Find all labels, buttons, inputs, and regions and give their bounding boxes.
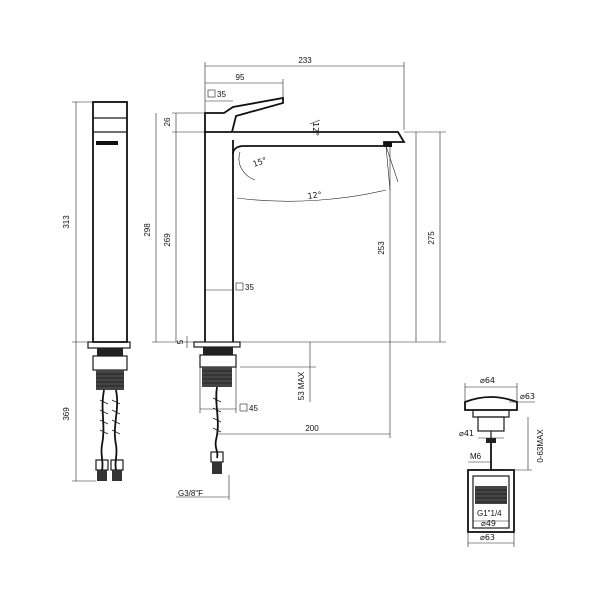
- dim-dia-63-cap: ⌀63: [520, 392, 535, 401]
- dim-53-max: 53 MAX: [297, 371, 306, 400]
- lever-handle: [204, 96, 284, 133]
- dim-233: 233: [298, 56, 312, 65]
- dim-m6: M6: [470, 452, 482, 461]
- dim-313: 313: [62, 215, 71, 229]
- dim-dia-63-base: ⌀63: [480, 533, 495, 542]
- dim-253: 253: [377, 241, 386, 255]
- dim-square-45: 45: [249, 404, 258, 413]
- dim-dia-41: ⌀41: [459, 429, 474, 438]
- side-nut: [97, 348, 123, 356]
- dim-dia-49: ⌀49: [481, 519, 496, 528]
- dim-angle-15: 15°: [252, 156, 268, 169]
- dim-298: 298: [143, 223, 152, 237]
- dim-5: 5: [176, 339, 185, 344]
- front-view: 15° 12° 12° 233 95 35: [143, 56, 446, 500]
- dim-26: 26: [163, 117, 172, 126]
- dim-269: 269: [163, 233, 172, 247]
- dim-square-35-top: 35: [217, 90, 226, 99]
- side-aerator: [96, 141, 118, 145]
- dim-275: 275: [427, 231, 436, 245]
- spout: [232, 131, 406, 155]
- waste-body: [467, 469, 515, 533]
- dim-369: 369: [62, 407, 71, 421]
- waste-valve: ⌀64 ⌀63 ⌀41 0-63MAX M6 G1"1/4 ⌀49 ⌀63: [459, 376, 545, 547]
- dim-g114: G1"1/4: [477, 509, 502, 518]
- dim-square-35-mid: 35: [245, 283, 254, 292]
- dim-95: 95: [236, 73, 245, 82]
- dim-g38f: G3/8"F: [178, 489, 203, 498]
- front-thread: [202, 367, 232, 387]
- side-body: [92, 101, 128, 343]
- waste-cap: [464, 396, 518, 411]
- front-hose: [214, 386, 219, 459]
- dim-angle-12-top: 12°: [311, 122, 320, 136]
- dim-200: 200: [305, 424, 319, 433]
- side-thread: [96, 370, 124, 390]
- dim-dia-64: ⌀64: [480, 376, 495, 385]
- dim-0-63-max: 0-63MAX: [536, 429, 545, 463]
- side-hose-left: [100, 389, 105, 471]
- side-hose-right: [113, 389, 119, 471]
- dim-angle-12-lower: 12°: [307, 190, 322, 201]
- side-view: 313 369: [62, 101, 131, 482]
